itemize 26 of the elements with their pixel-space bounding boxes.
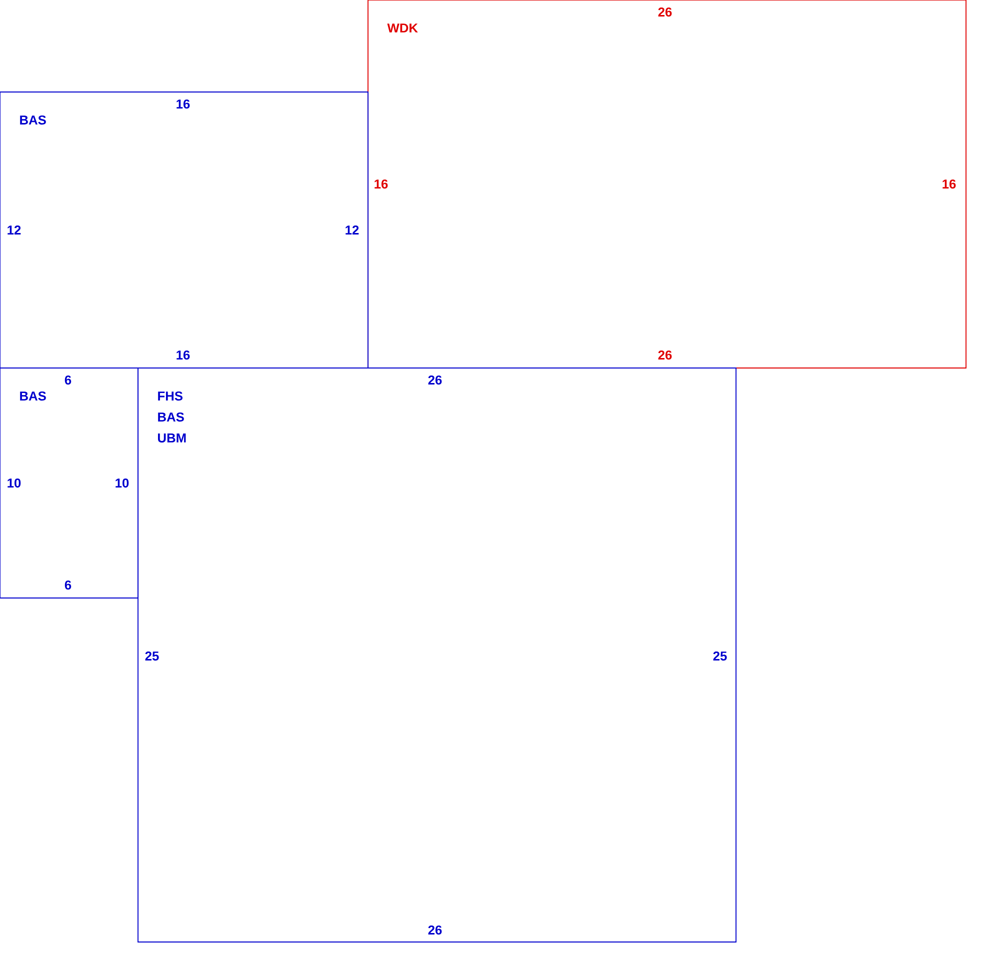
dimension-label: 16	[176, 350, 190, 360]
dimension-label: 16	[176, 99, 190, 109]
plot-box	[138, 368, 736, 942]
box-label: BAS	[20, 391, 46, 401]
dimension-label: 25	[145, 651, 159, 661]
dimension-label: 6	[64, 375, 72, 385]
dimension-label: 26	[428, 925, 442, 935]
dimension-label: 10	[8, 478, 21, 488]
dimension-label: 10	[116, 478, 129, 488]
dimension-label: 12	[346, 226, 359, 234]
dimension-label: 16	[374, 179, 388, 189]
dimension-label: 16	[942, 179, 956, 189]
dimension-label: 26	[658, 7, 672, 17]
box-label: FHS	[158, 391, 182, 401]
dimension-label: 12	[8, 226, 21, 234]
box-label: UBM	[158, 434, 186, 442]
dimension-label: 6	[64, 580, 72, 590]
plot-box	[0, 368, 138, 598]
box-label: BAS	[20, 115, 46, 125]
plot-box	[368, 0, 966, 368]
dimension-label: 26	[658, 350, 672, 360]
box-label: BAS	[158, 412, 184, 422]
plot-box	[0, 92, 368, 368]
dimension-label: 25	[713, 651, 727, 661]
dimension-label: 26	[428, 375, 442, 385]
box-label: WDK	[387, 24, 418, 32]
